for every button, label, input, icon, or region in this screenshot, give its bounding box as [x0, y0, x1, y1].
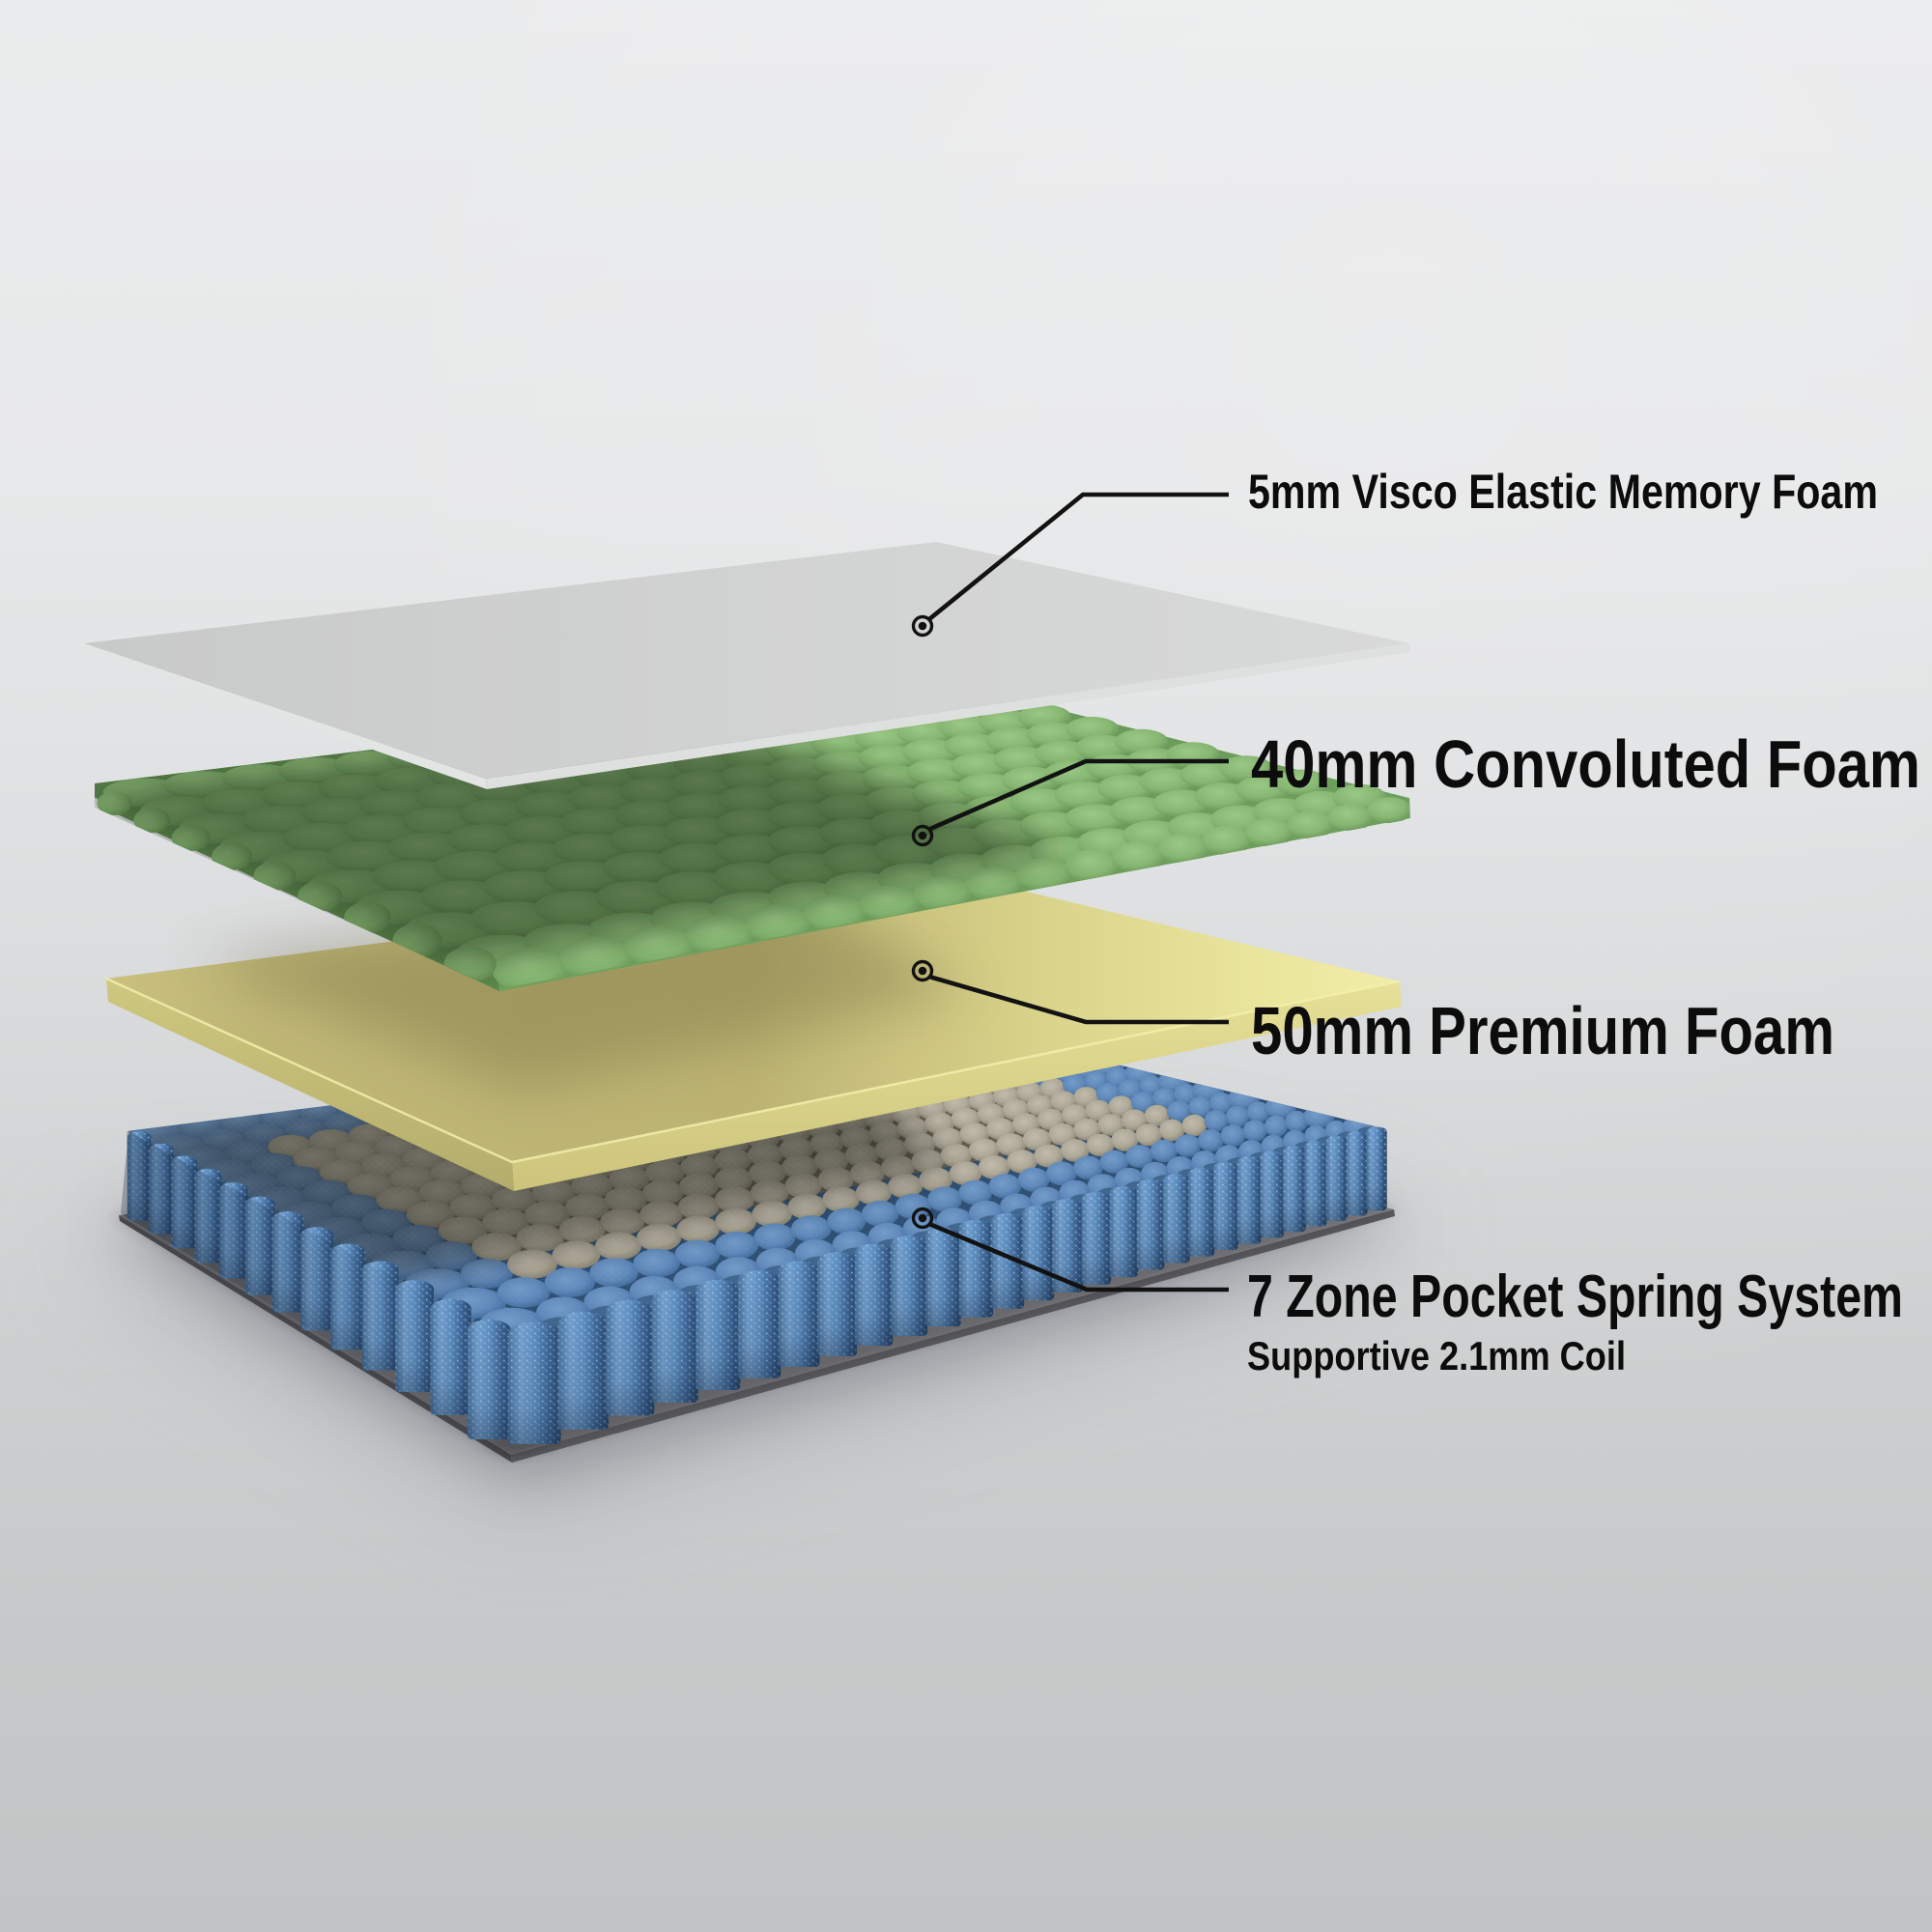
svg-text:40mm Convoluted Foam: 40mm Convoluted Foam — [1251, 726, 1920, 802]
svg-text:5mm Visco Elastic Memory Foam: 5mm Visco Elastic Memory Foam — [1248, 465, 1878, 519]
svg-text:Supportive 2.1mm Coil: Supportive 2.1mm Coil — [1247, 1333, 1626, 1378]
svg-text:50mm Premium Foam: 50mm Premium Foam — [1251, 993, 1834, 1068]
svg-text:7 Zone Pocket Spring System: 7 Zone Pocket Spring System — [1247, 1264, 1903, 1330]
